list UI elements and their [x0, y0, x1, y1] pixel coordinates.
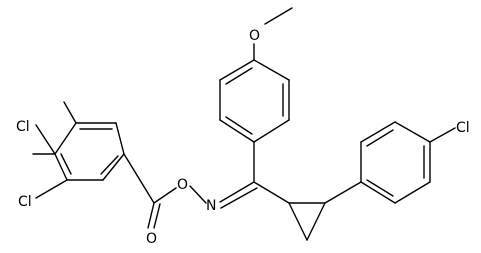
bond-cl-lower-link [35, 179, 68, 199]
cyclopropane-ring [253, 181, 326, 241]
oxime-double-bond [219, 181, 258, 209]
bond-aryl-cl [429, 127, 456, 143]
bond-cl-upper [63, 101, 77, 124]
chlorine-label-upper: Cl [16, 119, 30, 135]
ester-group [123, 153, 207, 229]
carbonyl-oxygen-label: O [146, 231, 157, 247]
chlorine-label-lower: Cl [18, 194, 32, 210]
ester-oxygen-label: O [177, 177, 188, 193]
bond-cyclopropyl-aryl [324, 181, 362, 204]
bond-methyl [264, 7, 293, 25]
methoxy-oxygen-label: O [249, 28, 260, 44]
chlorophenyl-ring [360, 121, 431, 204]
chlorine-label-right: Cl [456, 120, 470, 136]
bond-cl-upper-link [35, 124, 56, 155]
oxime-nitrogen-label: N [206, 198, 216, 214]
methoxyphenyl-ring [219, 59, 290, 183]
dichlorophenyl-ring [54, 122, 125, 181]
